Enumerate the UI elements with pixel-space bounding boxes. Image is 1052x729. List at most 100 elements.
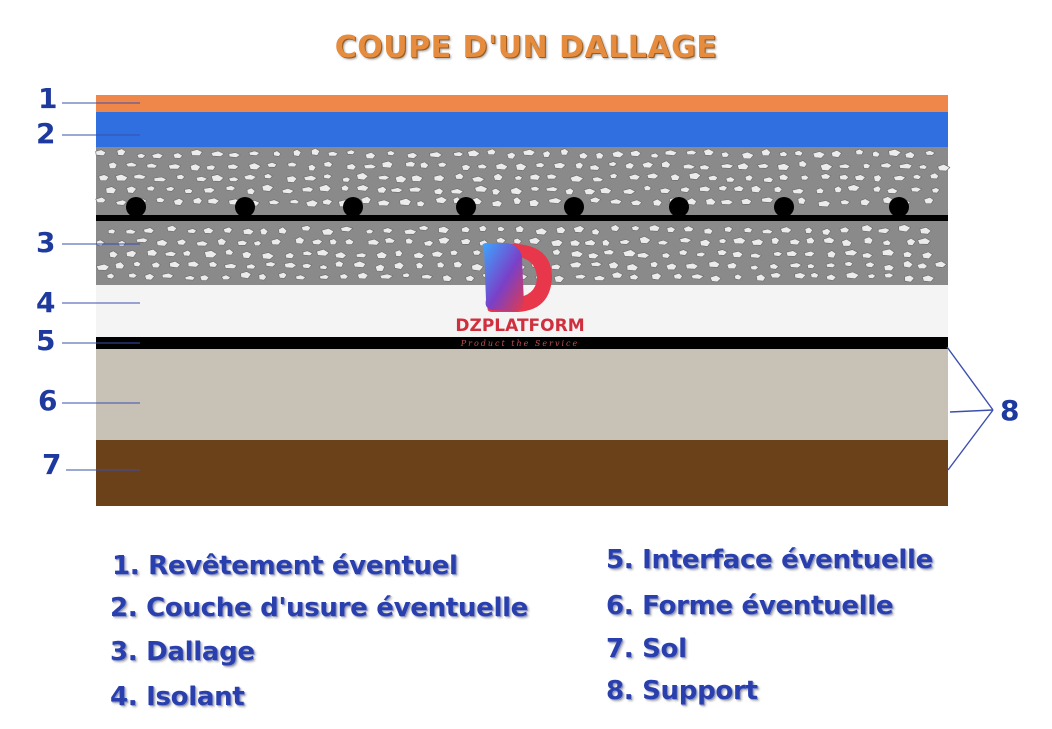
pebble — [460, 226, 471, 233]
rebar-dot — [126, 197, 146, 217]
pebble — [374, 263, 386, 272]
pebble — [294, 236, 305, 245]
pebble — [794, 272, 807, 280]
pebble — [708, 260, 721, 268]
pebble — [882, 239, 892, 246]
pebble — [718, 184, 728, 192]
pebble — [867, 273, 877, 279]
pebble — [650, 152, 660, 159]
rebar-dot — [235, 197, 255, 217]
pebble — [416, 200, 426, 208]
pebble — [403, 228, 418, 235]
pebble — [622, 188, 637, 195]
pebble — [610, 224, 621, 232]
pebble — [356, 184, 370, 192]
pebble — [929, 172, 940, 180]
pebble — [356, 272, 369, 280]
pebble — [780, 226, 793, 234]
pebble — [115, 199, 128, 206]
pebble — [652, 198, 663, 207]
pebble — [590, 261, 603, 267]
pebble — [117, 240, 127, 247]
pebble — [433, 187, 444, 196]
pebble — [303, 174, 318, 182]
pebble — [341, 176, 351, 183]
pebble — [666, 226, 676, 233]
pebble — [226, 163, 240, 170]
pebble — [685, 149, 698, 156]
pebble — [651, 272, 663, 281]
pebble — [699, 238, 711, 247]
pebble — [495, 237, 507, 244]
pebble — [245, 263, 257, 270]
support-number: 8 — [1000, 394, 1019, 427]
pebble — [224, 248, 234, 256]
pebble — [841, 238, 853, 247]
pebble — [273, 150, 282, 157]
pebble — [241, 250, 253, 259]
pebble — [569, 239, 581, 247]
pebble — [261, 252, 275, 260]
pebble — [699, 164, 711, 171]
pebble — [736, 162, 750, 171]
pebble — [435, 196, 448, 204]
pebble — [155, 196, 166, 203]
pebble — [798, 160, 808, 168]
pebble — [360, 196, 372, 204]
pebble — [902, 251, 913, 258]
pebble — [718, 238, 728, 245]
pebble — [777, 163, 791, 171]
pebble — [172, 152, 184, 159]
pebble — [125, 249, 138, 258]
pebble — [127, 272, 138, 279]
pebble — [862, 162, 872, 169]
pebble — [872, 150, 881, 158]
pebble — [107, 228, 116, 235]
pebble — [912, 173, 922, 180]
pebble — [263, 173, 273, 180]
pebble — [323, 160, 334, 168]
pebble — [190, 149, 203, 157]
pebble — [825, 262, 836, 269]
pebble — [311, 148, 321, 156]
pebble — [437, 236, 451, 245]
pebble — [169, 260, 181, 269]
pebble — [176, 173, 186, 180]
pebble — [741, 151, 755, 160]
legend-item-dallage: 3. Dallage — [110, 637, 255, 667]
pebble — [587, 252, 600, 260]
pebble — [301, 225, 312, 232]
pebble — [323, 173, 333, 180]
pebble — [720, 199, 734, 206]
pebble — [108, 161, 118, 169]
pebble — [881, 248, 895, 257]
pebble — [724, 226, 734, 233]
pebble — [760, 148, 772, 157]
pebble — [329, 238, 338, 246]
pebble — [833, 185, 843, 193]
pebble — [725, 176, 736, 183]
pebble — [106, 272, 116, 280]
pebble — [923, 196, 935, 205]
pebble — [530, 185, 541, 192]
legend-item-couche-usure: 2. Couche d'usure éventuelle — [110, 593, 529, 623]
pebble — [318, 274, 330, 280]
pebble — [812, 151, 826, 159]
pebble — [144, 273, 155, 281]
pebble — [882, 196, 893, 205]
pebble — [641, 161, 654, 169]
pebble — [720, 163, 735, 169]
pebble — [740, 197, 753, 205]
pebble — [794, 149, 804, 157]
pebble — [478, 224, 488, 232]
pebble — [608, 161, 618, 167]
pebble — [210, 174, 225, 182]
pebble — [550, 263, 562, 271]
pebble — [854, 174, 866, 182]
layer-number-5: 5 — [36, 324, 55, 357]
pebble — [156, 239, 169, 247]
pebble — [133, 260, 142, 268]
pebble — [800, 174, 810, 181]
pebble — [918, 164, 928, 170]
pebble — [569, 261, 583, 269]
